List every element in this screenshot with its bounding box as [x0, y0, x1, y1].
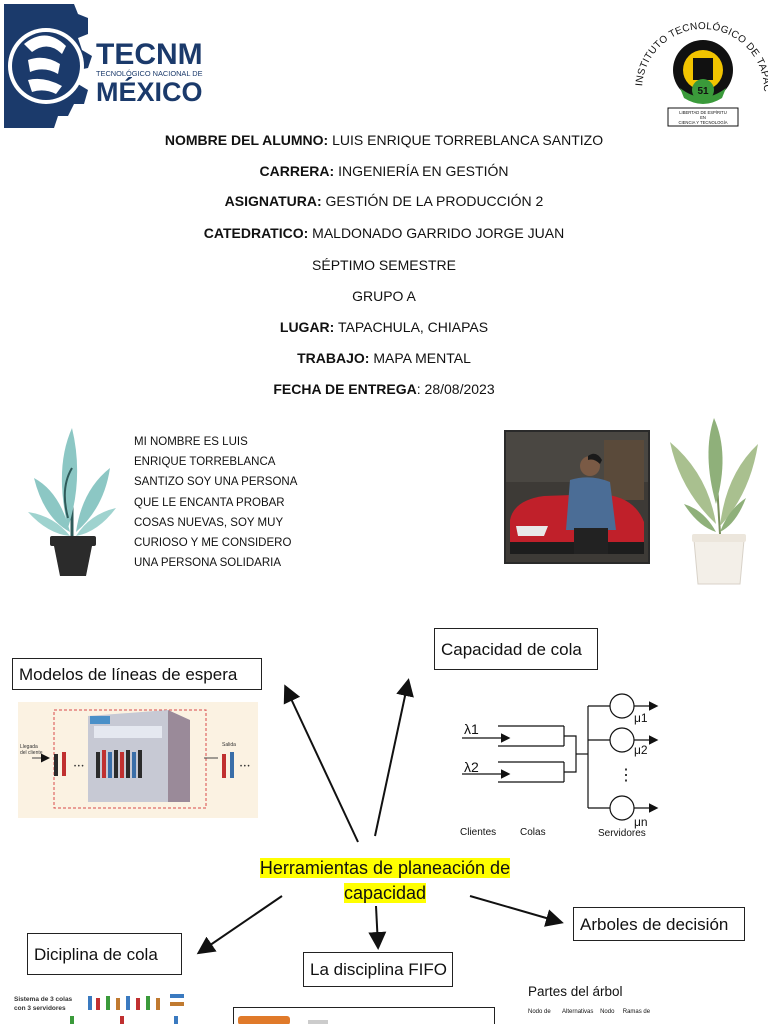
info-value: LUIS ENRIQUE TORREBLANCA SANTIZO: [328, 132, 604, 148]
tree-label: Nodo de: [528, 1009, 551, 1015]
mu2-label: μ2: [634, 743, 648, 757]
servidores-label: Servidores: [598, 828, 646, 839]
salida-label: Salida: [222, 742, 236, 748]
node-arboles: Arboles de decisión: [573, 907, 745, 941]
plant-left-icon: [24, 408, 120, 580]
node-modelos: Modelos de líneas de espera: [12, 658, 262, 690]
info-label: TRABAJO:: [297, 350, 370, 366]
bio-line: MI NOMBRE ES LUIS: [134, 436, 248, 448]
tecnm-acronym: TECNM: [96, 38, 203, 71]
colas-line-1: Sistema de 3 colas: [14, 996, 73, 1003]
bio-line: COSAS NUEVAS, SOY MUY: [134, 516, 284, 529]
arrow-to-diciplina: [196, 895, 283, 955]
servers-dots: ⋮: [618, 767, 634, 784]
itt-motto-3: CIENCIA Y TECNOLOGÍA: [678, 120, 727, 125]
arrow-to-modelos: [283, 684, 359, 843]
itt-motto-1: LIBERTAD DE ESPÍRITU: [679, 110, 727, 115]
bio-line: ENRIQUE TORREBLANCA: [134, 456, 276, 469]
waiting-line-illustration: Llegada del cliente Salida • • • • • •: [18, 702, 258, 818]
student-photo: [504, 430, 650, 564]
info-group: GRUPO A: [0, 288, 768, 304]
info-value: GRUPO A: [352, 288, 416, 304]
clientes-label: Clientes: [460, 827, 496, 838]
info-value: MALDONADO GARRIDO JORGE JUAN: [308, 225, 565, 241]
mu1-label: μ1: [634, 711, 648, 725]
info-value: MAPA MENTAL: [369, 350, 471, 366]
node-fifo: La disciplina FIFO: [303, 952, 453, 987]
info-label: ASIGNATURA:: [224, 193, 322, 209]
info-value: GESTIÓN DE LA PRODUCCIÓN 2: [321, 193, 544, 209]
bio-line: CURIOSO Y ME CONSIDERO: [134, 537, 292, 550]
info-label: NOMBRE DEL ALUMNO:: [164, 132, 329, 148]
info-subject: ASIGNATURA: GESTIÓN DE LA PRODUCCIÓN 2: [0, 193, 768, 209]
bio-line: SANTIZO SOY UNA PERSONA: [134, 476, 298, 489]
info-value: : 28/08/2023: [416, 381, 495, 397]
mun-label: μn: [634, 815, 648, 829]
itt-logo: INSTITUTO TECNOLÓGICO DE TAPACHULA 51 LI…: [626, 0, 768, 132]
info-label: CARRERA:: [259, 163, 335, 179]
bio-text: MI NOMBRE ES LUIS ENRIQUE TORREBLANCA SA…: [134, 432, 334, 573]
exit-dots: • • •: [240, 764, 250, 770]
itt-number: 51: [697, 86, 709, 97]
queue-diagram: λ1 λ2 μ1 μ2 μn ⋮ Clientes Colas Servidor…: [452, 692, 664, 840]
node-capacidad: Capacidad de cola: [434, 628, 598, 670]
colas-line-2: con 3 servidores: [14, 1005, 66, 1012]
info-value: TAPACHULA, CHIAPAS: [334, 319, 489, 335]
info-label: FECHA DE ENTREGA: [273, 381, 417, 397]
lambda1-label: λ1: [464, 721, 479, 737]
tree-title: Partes del árbol: [528, 984, 623, 999]
central-topic-line2: capacidad: [343, 883, 427, 903]
info-label: CATEDRATICO:: [203, 225, 309, 241]
llegada-label-1: Llegada: [20, 744, 38, 750]
info-value: SÉPTIMO SEMESTRE: [312, 257, 456, 273]
info-value: INGENIERÍA EN GESTIÓN: [334, 163, 509, 179]
tree-illustration: Partes del árbol Nodo de Alternativas No…: [528, 984, 728, 1024]
tecnm-subtitle: TECNOLÓGICO NACIONAL DE: [96, 69, 203, 78]
info-teacher: CATEDRATICO: MALDONADO GARRIDO JORGE JUA…: [0, 225, 768, 241]
arrow-to-capacidad: [374, 678, 414, 837]
info-date: FECHA DE ENTREGA: 28/08/2023: [0, 381, 768, 397]
info-career: CARRERA: INGENIERÍA EN GESTIÓN: [0, 163, 768, 179]
itt-motto-2: EN: [700, 115, 706, 120]
mindmap-arrows: [196, 678, 564, 955]
fifo-illustration: [233, 1007, 495, 1024]
queue-dots: • • •: [74, 764, 84, 770]
info-semester: SÉPTIMO SEMESTRE: [0, 257, 768, 273]
gear-icon: [4, 4, 92, 128]
tree-label: Ramas de: [622, 1009, 651, 1015]
tree-label: Nodo: [600, 1009, 615, 1015]
lambda2-label: λ2: [464, 759, 479, 775]
central-topic-line1: Herramientas de planeación de: [259, 858, 511, 878]
info-label: LUGAR:: [279, 319, 335, 335]
arrow-to-fifo: [368, 905, 387, 950]
llegada-label-2: del cliente: [20, 750, 43, 756]
arrow-to-arboles: [469, 895, 564, 927]
tree-label: Alternativas: [562, 1009, 594, 1015]
tecnm-logo: TECNM TECNOLÓGICO NACIONAL DE MÉXICO: [4, 4, 219, 132]
itt-gear-icon: [673, 40, 733, 104]
info-place: LUGAR: TAPACHULA, CHIAPAS: [0, 319, 768, 335]
info-student: NOMBRE DEL ALUMNO: LUIS ENRIQUE TORREBLA…: [0, 132, 768, 148]
bio-line: UNA PERSONA SOLIDARIA: [134, 557, 281, 570]
tree-labels: Nodo de Alternativas Nodo Ramas de: [528, 1009, 728, 1015]
plant-right-icon: [664, 414, 764, 590]
node-diciplina: Diciplina de cola: [27, 933, 182, 975]
bio-line: QUE LE ENCANTA PROBAR: [134, 496, 285, 509]
colas-illustration: Sistema de 3 colas con 3 servidores: [10, 990, 190, 1024]
central-topic: Herramientas de planeación de capacidad: [230, 856, 540, 906]
info-work: TRABAJO: MAPA MENTAL: [0, 350, 768, 366]
tecnm-country: MÉXICO: [96, 76, 203, 107]
colas-label: Colas: [520, 827, 546, 838]
